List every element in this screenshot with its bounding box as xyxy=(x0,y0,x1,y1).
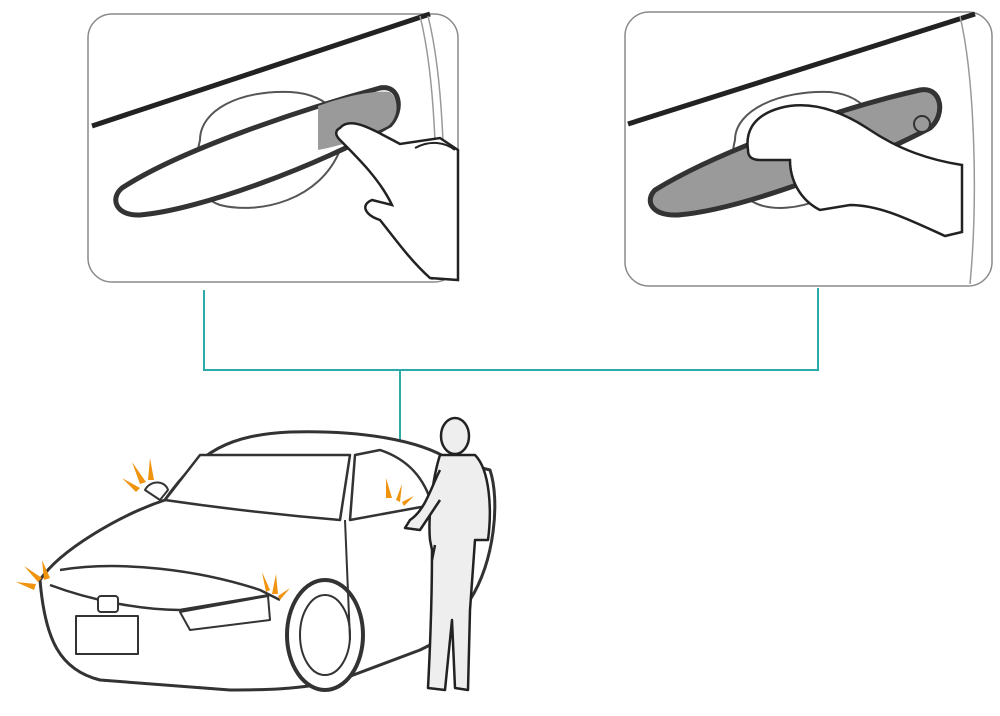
car-icon xyxy=(38,430,497,692)
hazard-flash-icon xyxy=(16,458,414,600)
hand-gripping-handle-icon xyxy=(746,104,964,238)
touch-sensor-panel xyxy=(87,11,460,283)
finger-touching-handle-icon xyxy=(335,122,460,282)
person-icon xyxy=(403,416,492,692)
grip-handle-panel xyxy=(624,11,993,287)
